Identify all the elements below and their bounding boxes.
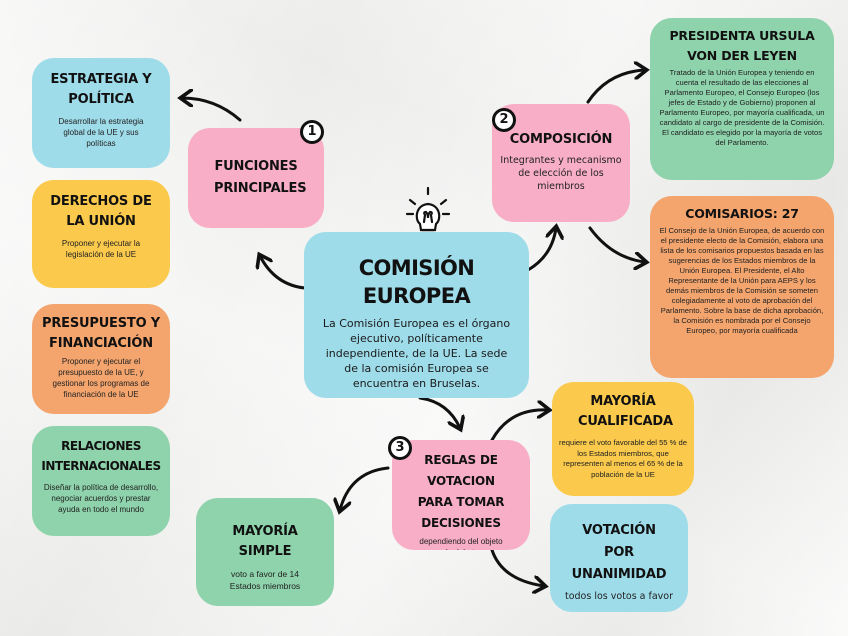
presupuesto-title: PRESUPUESTO Y FINANCIACIÓN	[42, 316, 160, 351]
comisarios-text: El Consejo de la Unión Europea, de acuer…	[659, 226, 825, 335]
relaciones-box: RELACIONES INTERNACIONALES Diseñar la po…	[32, 426, 170, 536]
mayoria-simple-box: MAYORÍA SIMPLE voto a favor de 14 Estado…	[196, 498, 334, 606]
arrow-reglas-mayoria-simple	[340, 466, 390, 510]
arrow-reglas-unanimidad	[490, 548, 544, 586]
mayoria-cualificada-title: MAYORÍA CUALIFICADA	[578, 394, 673, 429]
estrategia-box: ESTRATEGIA Y POLÍTICA Desarrollar la est…	[32, 58, 170, 168]
unanimidad-title: VOTACIÓN POR UNANIMIDAD	[571, 523, 667, 582]
unanimidad-box: VOTACIÓN POR UNANIMIDAD todos los votos …	[550, 504, 688, 612]
presupuesto-box: PRESUPUESTO Y FINANCIACIÓN Proponer y ej…	[32, 304, 170, 414]
comisarios-title: COMISARIOS: 27	[685, 206, 799, 221]
arrow-composicion-presidenta	[586, 70, 645, 104]
composicion-badge: 2	[492, 108, 516, 132]
presupuesto-text: Proponer y ejecutar el presupuesto de la…	[52, 357, 150, 399]
arrow-funciones-estrategia	[182, 98, 242, 122]
relaciones-text: Diseñar la política de desarrollo, negoc…	[43, 483, 159, 514]
reglas-box: REGLAS DE VOTACION PARA TOMAR DECISIONES…	[392, 440, 530, 550]
arrow-center-composicion	[526, 228, 556, 272]
funciones-badge: 1	[300, 120, 324, 144]
funciones-title: FUNCIONES PRINCIPALES	[214, 159, 307, 196]
derechos-box: DERECHOS DE LA UNIÓN Proponer y ejecutar…	[32, 180, 170, 288]
mayoria-cualificada-text: requiere el voto favorable del 55 % de l…	[559, 438, 687, 479]
arrow-composicion-comisarios	[588, 226, 645, 262]
center-text: La Comisión Europea es el órgano ejecuti…	[322, 317, 511, 390]
arrow-center-funciones	[260, 256, 307, 290]
reglas-badge: 3	[388, 436, 412, 460]
arrow-reglas-mayoria-cualificada	[490, 410, 548, 442]
mayoria-simple-title: MAYORÍA SIMPLE	[232, 524, 298, 559]
composicion-text: Integrantes y mecanismo de elección de l…	[500, 155, 622, 192]
presidenta-text: Tratado de la Unión Europea y teniendo e…	[659, 68, 825, 147]
mayoria-cualificada-box: MAYORÍA CUALIFICADA requiere el voto fav…	[552, 382, 694, 496]
arrow-center-reglas	[418, 396, 460, 428]
composicion-title: COMPOSICIÓN	[509, 132, 613, 147]
estrategia-title: ESTRATEGIA Y POLÍTICA	[50, 72, 152, 107]
relaciones-title: RELACIONES INTERNACIONALES	[41, 439, 161, 473]
presidenta-box: PRESIDENTA URSULA VON DER LEYEN Tratado …	[650, 18, 834, 180]
comisarios-box: COMISARIOS: 27 El Consejo de la Unión Eu…	[650, 196, 834, 378]
reglas-title: REGLAS DE VOTACION PARA TOMAR DECISIONES	[417, 453, 505, 530]
funciones-box: FUNCIONES PRINCIPALES	[188, 128, 324, 228]
derechos-text: Proponer y ejecutar la legislación de la…	[61, 239, 141, 259]
mayoria-simple-text: voto a favor de 14 Estados miembros	[229, 569, 301, 591]
derechos-title: DERECHOS DE LA UNIÓN	[50, 194, 152, 229]
unanimidad-text: todos los votos a favor	[564, 591, 674, 602]
reglas-text: dependiendo del objeto de debate	[419, 537, 503, 550]
presidenta-title: PRESIDENTA URSULA VON DER LEYEN	[669, 28, 815, 63]
estrategia-text: Desarrollar la estrategia global de la U…	[58, 117, 144, 148]
center-title: COMISIÓN EUROPEA	[358, 256, 475, 308]
composicion-box: COMPOSICIÓN Integrantes y mecanismo de e…	[492, 104, 630, 222]
lightbulb-icon	[405, 186, 451, 238]
center-box: COMISIÓN EUROPEA La Comisión Europea es …	[304, 232, 529, 398]
